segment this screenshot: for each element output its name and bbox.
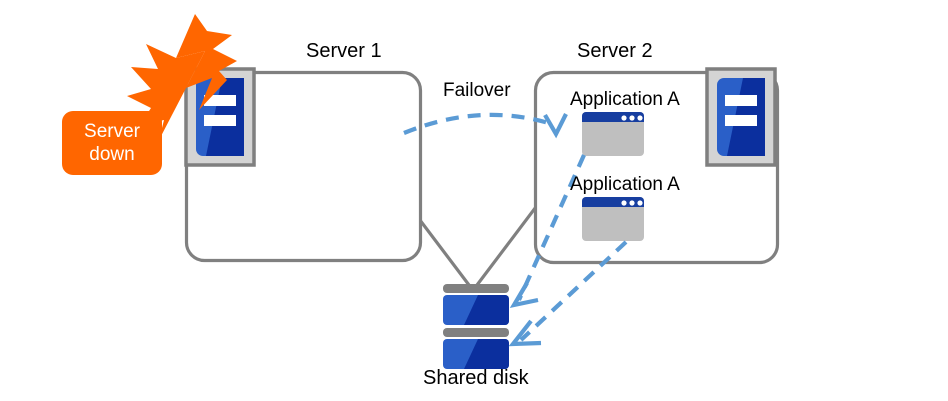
- server1-title: Server 1: [306, 40, 382, 62]
- shared-disk-label: Shared disk: [423, 367, 529, 389]
- app2-to-disk-arrow: [508, 240, 628, 347]
- app-window-icon: [582, 112, 644, 156]
- server2-title: Server 2: [577, 40, 653, 62]
- app1-to-disk-arrow: [509, 154, 586, 309]
- application-a-1-label: Application A: [570, 89, 680, 110]
- failover-arrow: [403, 112, 568, 139]
- disk-stack-icon: [443, 284, 509, 369]
- app-window-icon: [582, 197, 644, 241]
- server-down-badge: [62, 111, 162, 175]
- failover-label: Failover: [443, 80, 511, 101]
- server-icon: [705, 67, 777, 167]
- application-a-2-label: Application A: [570, 174, 680, 195]
